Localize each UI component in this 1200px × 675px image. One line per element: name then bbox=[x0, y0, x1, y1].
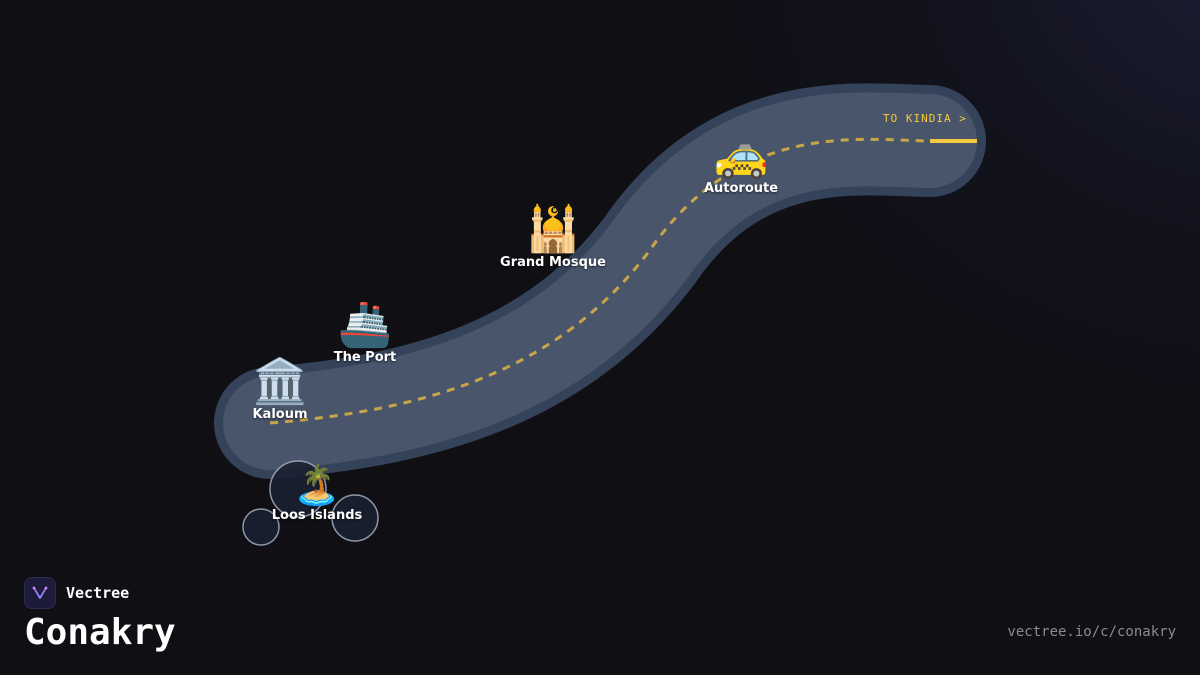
road-center-dashes bbox=[269, 137, 931, 425]
city-url[interactable]: vectree.io/c/conakry bbox=[1007, 624, 1176, 640]
brand[interactable]: Vectree bbox=[24, 577, 129, 609]
mosque-icon: 🕌 bbox=[525, 205, 581, 254]
vectree-logo-icon bbox=[24, 577, 56, 609]
island-circle-large bbox=[269, 460, 327, 518]
place-loos-islands[interactable]: 🏝️ Loos Islands bbox=[272, 464, 363, 523]
ship-icon: 🚢 bbox=[337, 300, 393, 349]
road-surface bbox=[223, 92, 977, 470]
place-label: Kaloum bbox=[252, 407, 308, 422]
government-building-icon: 🏛️ bbox=[252, 357, 308, 406]
place-grand-mosque[interactable]: 🕌 Grand Mosque bbox=[500, 205, 606, 270]
place-the-port[interactable]: 🚢 The Port bbox=[334, 300, 397, 365]
city-title: Conakry bbox=[24, 612, 176, 653]
place-label: The Port bbox=[333, 350, 397, 365]
exit-label: TO KINDIA > bbox=[883, 112, 967, 125]
place-kaloum[interactable]: 🏛️ Kaloum bbox=[252, 357, 307, 422]
island-circle-medium bbox=[331, 494, 379, 542]
place-label: Grand Mosque bbox=[500, 255, 606, 270]
island-circle-small bbox=[242, 508, 280, 546]
brand-name: Vectree bbox=[66, 584, 130, 602]
place-autoroute[interactable]: 🚕 Autoroute bbox=[704, 131, 778, 196]
place-label: Autoroute bbox=[703, 181, 779, 196]
taxi-icon: 🚕 bbox=[713, 131, 769, 180]
island-icon: 🏝️ bbox=[293, 465, 341, 507]
place-label: Loos Islands bbox=[271, 508, 363, 523]
